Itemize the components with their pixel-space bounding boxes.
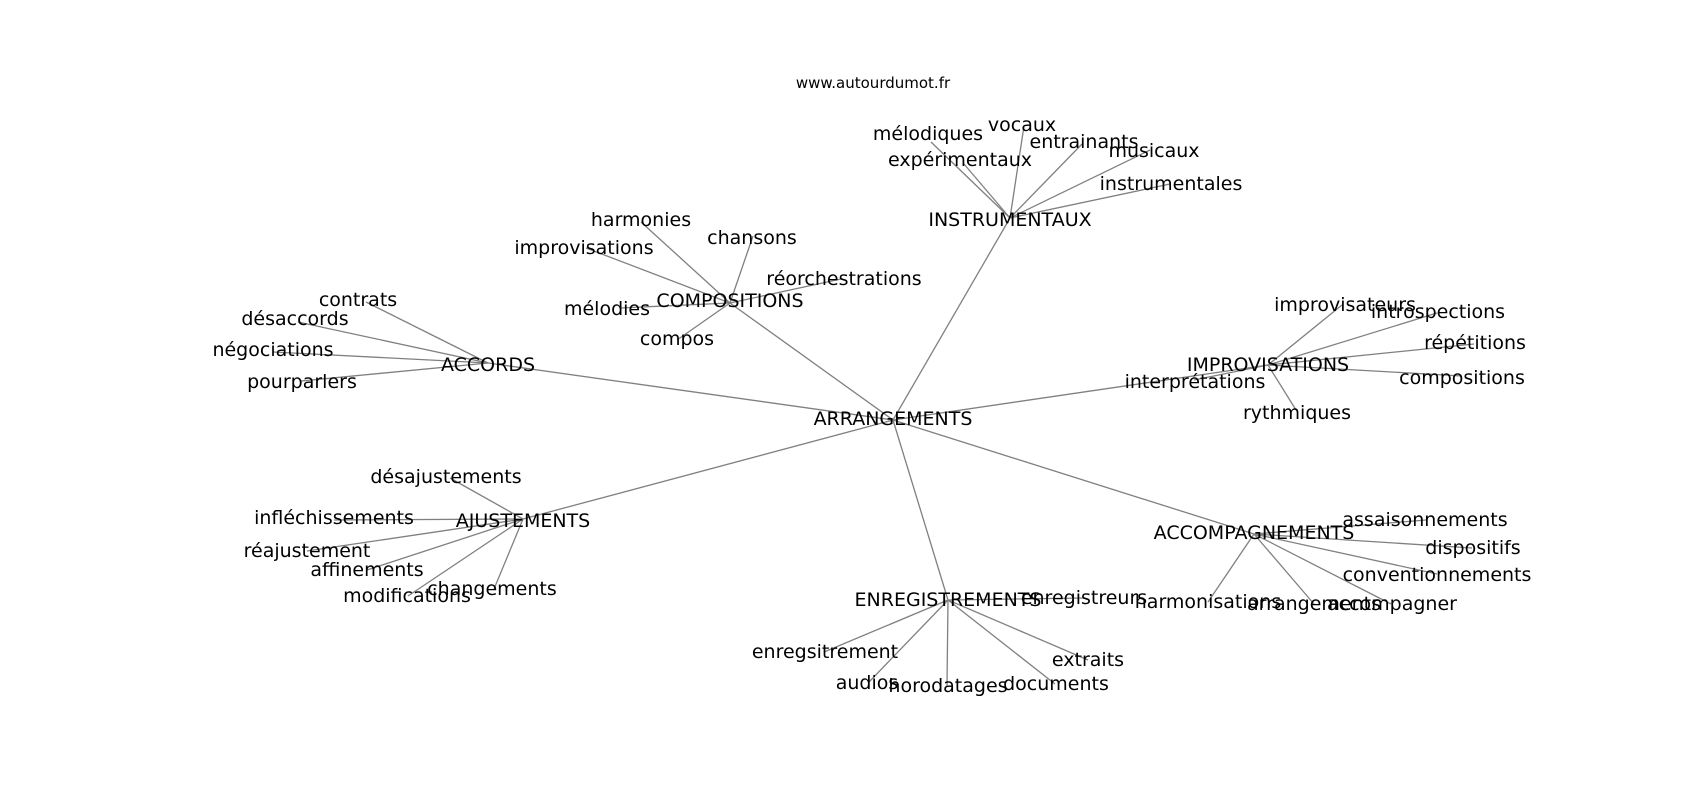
leaf-node-horodatages: horodatages: [888, 675, 1007, 697]
edge-root-improvisations: [892, 364, 1269, 421]
edge-improvisations-repetitions: [1267, 343, 1475, 366]
edge-instrumentaux-vocaux: [1009, 125, 1025, 219]
leaf-node-documents: documents: [1003, 673, 1109, 695]
root-node-label: ARRANGEMENTS: [814, 408, 973, 430]
edge-instrumentaux-melodiques: [930, 141, 1011, 219]
edge-accords-desaccords: [297, 321, 489, 364]
edge-ajustements-modifications: [407, 518, 524, 597]
edge-accompagnements-conventionnements: [1253, 533, 1438, 575]
leaf-node-interpretations: interprétations: [1125, 371, 1266, 393]
leaf-node-reajustement: réajustement: [244, 540, 371, 562]
leaf-node-vocaux: vocaux: [988, 114, 1056, 136]
edge-enregistrements-documents: [947, 599, 1056, 685]
cluster-node-accords: ACCORDS: [441, 354, 535, 376]
leaf-node-audios: audios: [836, 672, 899, 694]
edge-enregistrements-extraits: [947, 599, 1089, 661]
leaf-node-arrangements: arrangements: [1247, 593, 1381, 615]
edge-accompagnements-arrangements: [1253, 533, 1315, 605]
edge-compositions-harmonies: [640, 221, 731, 304]
leaf-node-inflechissements: infléchissements: [254, 507, 414, 529]
leaf-node-rythmiques: rythmiques: [1243, 402, 1351, 424]
edge-accompagnements-accompagner: [1253, 533, 1392, 605]
edge-instrumentaux-experimentaux: [963, 163, 1011, 219]
leaf-node-changements: changements: [427, 578, 557, 600]
edges: [272, 125, 1475, 687]
edge-root-ajustements: [522, 419, 894, 520]
leaf-node-pourparlers: pourparlers: [247, 371, 357, 393]
leaf-node-melodies: mélodies: [564, 298, 650, 320]
leaf-node-contrats: contrats: [319, 289, 397, 311]
leaf-node-improvisations: improvisations: [514, 237, 653, 259]
edge-compositions-reorchestrations: [729, 278, 842, 304]
leaf-node-modifications: modifications: [343, 585, 471, 607]
leaf-node-musicaux: musicaux: [1108, 140, 1199, 162]
cluster-node-ajustements: AJUSTEMENTS: [456, 510, 590, 532]
cluster-node-instrumentaux: INSTRUMENTAUX: [928, 209, 1091, 231]
edge-ajustements-inflechissements: [333, 518, 524, 521]
edge-accords-contrats: [365, 301, 489, 364]
leaf-node-extraits: extraits: [1052, 649, 1124, 671]
edge-compositions-chansons: [729, 235, 754, 304]
leaf-node-introspections: introspections: [1371, 301, 1505, 323]
edge-root-accords: [487, 362, 894, 421]
edge-ajustements-desajustements: [449, 477, 524, 520]
edge-root-accompagnements: [892, 419, 1255, 535]
leaf-node-compositions: compositions: [1399, 367, 1525, 389]
edge-improvisations-improvisateurs: [1267, 304, 1343, 366]
leaf-node-harmonies: harmonies: [591, 209, 691, 231]
edge-root-compositions: [729, 302, 894, 421]
edge-improvisations-interpretations: [1193, 364, 1269, 381]
cluster-node-accompagnements: ACCOMPAGNEMENTS: [1154, 522, 1355, 544]
leaf-node-enregsitrement: enregsitrement: [752, 641, 898, 663]
leaf-node-harmonisations: harmonisations: [1135, 591, 1281, 613]
edge-improvisations-compositions: [1267, 364, 1463, 377]
leaf-node-chansons: chansons: [707, 227, 797, 249]
leaf-node-enregistreurs: enregistreurs: [1021, 587, 1147, 609]
edge-root-enregistrements: [892, 419, 949, 601]
edge-compositions-melodies: [619, 302, 731, 309]
edge-accompagnements-dispositifs: [1253, 533, 1473, 549]
edge-ajustements-reajustement: [306, 518, 524, 552]
leaf-node-improvisateurs: improvisateurs: [1274, 294, 1416, 316]
cluster-node-enregistrements: ENREGISTREMENTS: [855, 589, 1042, 611]
cluster-node-compositions: COMPOSITIONS: [656, 290, 803, 312]
edge-instrumentaux-entrainants: [1009, 143, 1083, 219]
leaf-node-repetitions: répétitions: [1424, 332, 1526, 354]
edge-improvisations-introspections: [1267, 312, 1438, 366]
leaf-node-negociations: négociations: [212, 339, 333, 361]
leaf-node-compos: compos: [640, 328, 714, 350]
leaf-node-experimentaux: expérimentaux: [888, 149, 1032, 171]
edge-instrumentaux-musicaux: [1009, 149, 1151, 219]
edge-improvisations-rythmiques: [1267, 364, 1297, 411]
leaf-node-conventionnements: conventionnements: [1343, 564, 1532, 586]
edge-accords-pourparlers: [300, 362, 489, 382]
edge-compositions-compos: [676, 302, 731, 341]
leaf-node-desajustements: désajustements: [370, 466, 521, 488]
site-url: www.autourdumot.fr: [796, 74, 951, 92]
leaf-node-accompagner: accompagner: [1327, 593, 1457, 615]
edge-ajustements-affinements: [366, 518, 524, 571]
edge-enregistrements-audios: [868, 599, 949, 683]
leaf-node-reorchestrations: réorchestrations: [766, 268, 921, 290]
leaf-node-assaisonnements: assaisonnements: [1342, 509, 1507, 531]
leaf-node-desaccords: désaccords: [241, 308, 348, 330]
leaf-node-affinements: affinements: [310, 559, 423, 581]
edge-enregistrements-enregsitrement: [823, 599, 949, 653]
edge-accompagnements-assaisonnements: [1253, 519, 1427, 535]
edge-accompagnements-harmonisations: [1207, 533, 1255, 603]
edge-instrumentaux-instrumentales: [1009, 183, 1171, 219]
leaf-node-entrainants: entrainants: [1030, 131, 1139, 153]
edge-root-instrumentaux: [892, 217, 1011, 421]
edge-enregistrements-horodatages: [946, 599, 949, 687]
leaf-node-dispositifs: dispositifs: [1425, 537, 1520, 559]
edge-accords-negociations: [272, 351, 489, 364]
edge-enregistrements-enregistreurs: [947, 597, 1085, 601]
leaf-node-melodiques: mélodiques: [873, 123, 983, 145]
cluster-node-improvisations: IMPROVISATIONS: [1187, 354, 1349, 376]
edge-ajustements-changements: [493, 518, 524, 590]
edge-compositions-improvisations: [585, 247, 731, 304]
leaf-node-instrumentales: instrumentales: [1100, 173, 1243, 195]
